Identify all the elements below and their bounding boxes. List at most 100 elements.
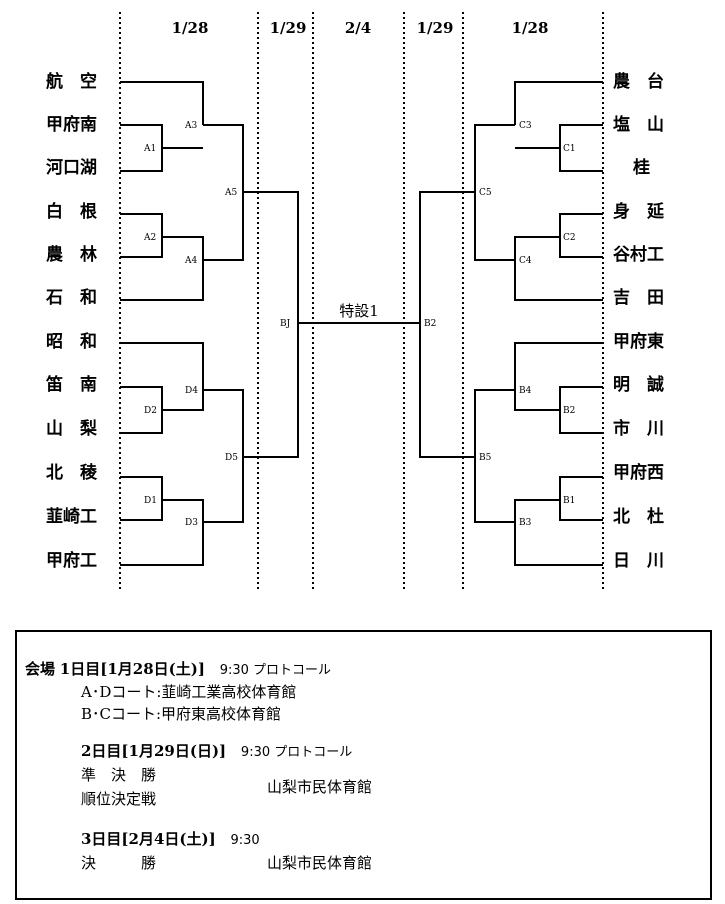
team-name: 北 稜	[46, 462, 98, 483]
date-header: 1/29	[270, 19, 307, 37]
date-header: 1/28	[512, 19, 549, 37]
bracket-line	[559, 410, 603, 434]
day1-court-bc: B･Cコート:甲府東高校体育館	[81, 705, 282, 723]
bracket-line	[120, 342, 204, 390]
team-name: 塩 山	[613, 114, 664, 135]
team-name: 笛 南	[45, 374, 97, 395]
bracket-line	[243, 323, 299, 458]
team-name: 河口湖	[46, 158, 97, 178]
match-label: C3	[519, 121, 532, 131]
team-name: 市 川	[613, 418, 664, 439]
bracket-line	[120, 260, 204, 301]
bracket-line	[120, 148, 163, 172]
match-label: D1	[144, 496, 157, 506]
day1-court-ad: A･Dコート:韮崎工業高校体育館	[81, 683, 297, 701]
bracket-line	[514, 342, 603, 390]
bracket-line	[559, 148, 603, 172]
date-header: 1/28	[172, 19, 209, 37]
day2-head: 2日目[1月29日(日)]	[81, 742, 227, 760]
team-name: 甲府南	[46, 114, 97, 135]
bracket-line	[515, 124, 603, 149]
bracket-line	[514, 260, 603, 301]
match-label: C5	[479, 188, 492, 198]
bracket-line	[474, 124, 515, 192]
bracket-line	[559, 500, 603, 521]
bracket-line	[120, 500, 163, 521]
bracket-line	[559, 237, 603, 258]
match-label: D4	[185, 386, 198, 396]
day3-final: 決 勝	[81, 854, 157, 872]
day3-time: 9:30	[230, 833, 260, 848]
team-name: 農 林	[46, 244, 97, 265]
team-name: 日 川	[613, 551, 664, 571]
bracket-line	[474, 389, 515, 457]
venue-title: 会場	[25, 660, 56, 678]
final-label: 特設1	[339, 302, 379, 320]
bracket-line	[120, 522, 204, 566]
match-labels: A1 A2 A3 A4 A5 D2 D1 D4 D3 D5 BJ B2 C5 C…	[143, 121, 576, 528]
date-headers: 1/28 1/29 2/4 1/29 1/28	[172, 19, 549, 37]
match-label: A5	[224, 188, 237, 198]
match-label: A3	[184, 121, 197, 131]
match-label: C4	[519, 256, 532, 266]
left-teams: 航 空 甲府南 河口湖 白 根 農 林 石 和 昭 和 笛 南 山 梨 北 稜 …	[45, 71, 98, 571]
day3-head: 3日目[2月4日(土)]	[81, 830, 216, 848]
bracket-line	[120, 81, 204, 125]
match-label: C2	[563, 233, 576, 243]
team-name: 谷村工	[613, 244, 664, 265]
team-name: 身 延	[613, 201, 665, 222]
match-label: A2	[143, 233, 156, 243]
match-label: B1	[563, 496, 575, 506]
day2-placement: 順位決定戦	[81, 790, 157, 808]
team-name: 甲府東	[613, 331, 664, 352]
team-name: 甲府西	[613, 462, 664, 483]
bracket-line	[203, 457, 244, 523]
match-label: B3	[519, 518, 532, 528]
bracket-line	[203, 192, 244, 261]
right-teams: 農 台 塩 山 桂 身 延 谷村工 吉 田 甲府東 明 誠 市 川 甲府西 北 …	[613, 71, 665, 571]
match-label: BJ	[280, 319, 291, 329]
match-label: B2	[424, 319, 436, 329]
day3-heading: 3日目[2月4日(土)] 9:30	[81, 828, 260, 849]
bracket-line	[120, 237, 163, 258]
tournament-bracket: 1/28 1/29 2/4 1/29 1/28 航 空 甲府南 河口湖 白 根 …	[45, 12, 665, 590]
match-label: B4	[519, 386, 532, 396]
bracket-line	[474, 457, 515, 523]
bracket-line	[120, 124, 203, 149]
team-name: 桂	[632, 157, 650, 178]
team-name: 北 杜	[613, 506, 664, 527]
day2-semifinal: 準 決 勝	[81, 766, 157, 784]
date-header: 1/29	[417, 19, 454, 37]
bracket-line	[474, 192, 515, 261]
day2-venue: 山梨市民体育館	[267, 778, 373, 796]
team-name: 明 誠	[613, 374, 664, 395]
bracket-line	[203, 389, 244, 457]
team-name: 山 梨	[46, 418, 98, 439]
day2-time: 9:30 プロトコール	[240, 745, 353, 760]
team-name: 石 和	[45, 288, 97, 308]
team-name: 昭 和	[46, 332, 97, 352]
team-name: 航 空	[46, 71, 97, 92]
match-label: B2	[563, 406, 575, 416]
team-name: 農 台	[613, 71, 664, 92]
column-separators	[119, 12, 604, 590]
date-header: 2/4	[345, 19, 371, 37]
day1-heading: 会場 1日目[1月28日(土)] 9:30 プロトコール	[25, 658, 331, 679]
bracket-line	[419, 323, 475, 458]
match-label: A4	[184, 256, 197, 266]
bracket-lines	[120, 81, 603, 566]
match-label: A1	[143, 144, 156, 154]
match-label: C1	[563, 144, 576, 154]
bracket-line	[120, 410, 163, 434]
bracket-line	[514, 81, 603, 125]
team-name: 甲府工	[46, 550, 97, 571]
venue-info-box: 会場 1日目[1月28日(土)] 9:30 プロトコール A･Dコート:韮崎工業…	[15, 630, 712, 900]
day3-venue: 山梨市民体育館	[267, 854, 373, 872]
bracket-line	[243, 191, 299, 323]
match-label: D2	[144, 406, 157, 416]
match-label: D3	[185, 518, 198, 528]
team-name: 韮崎工	[46, 506, 97, 527]
bracket-line	[419, 191, 475, 323]
bracket-line	[514, 522, 603, 566]
team-name: 吉 田	[613, 288, 664, 308]
